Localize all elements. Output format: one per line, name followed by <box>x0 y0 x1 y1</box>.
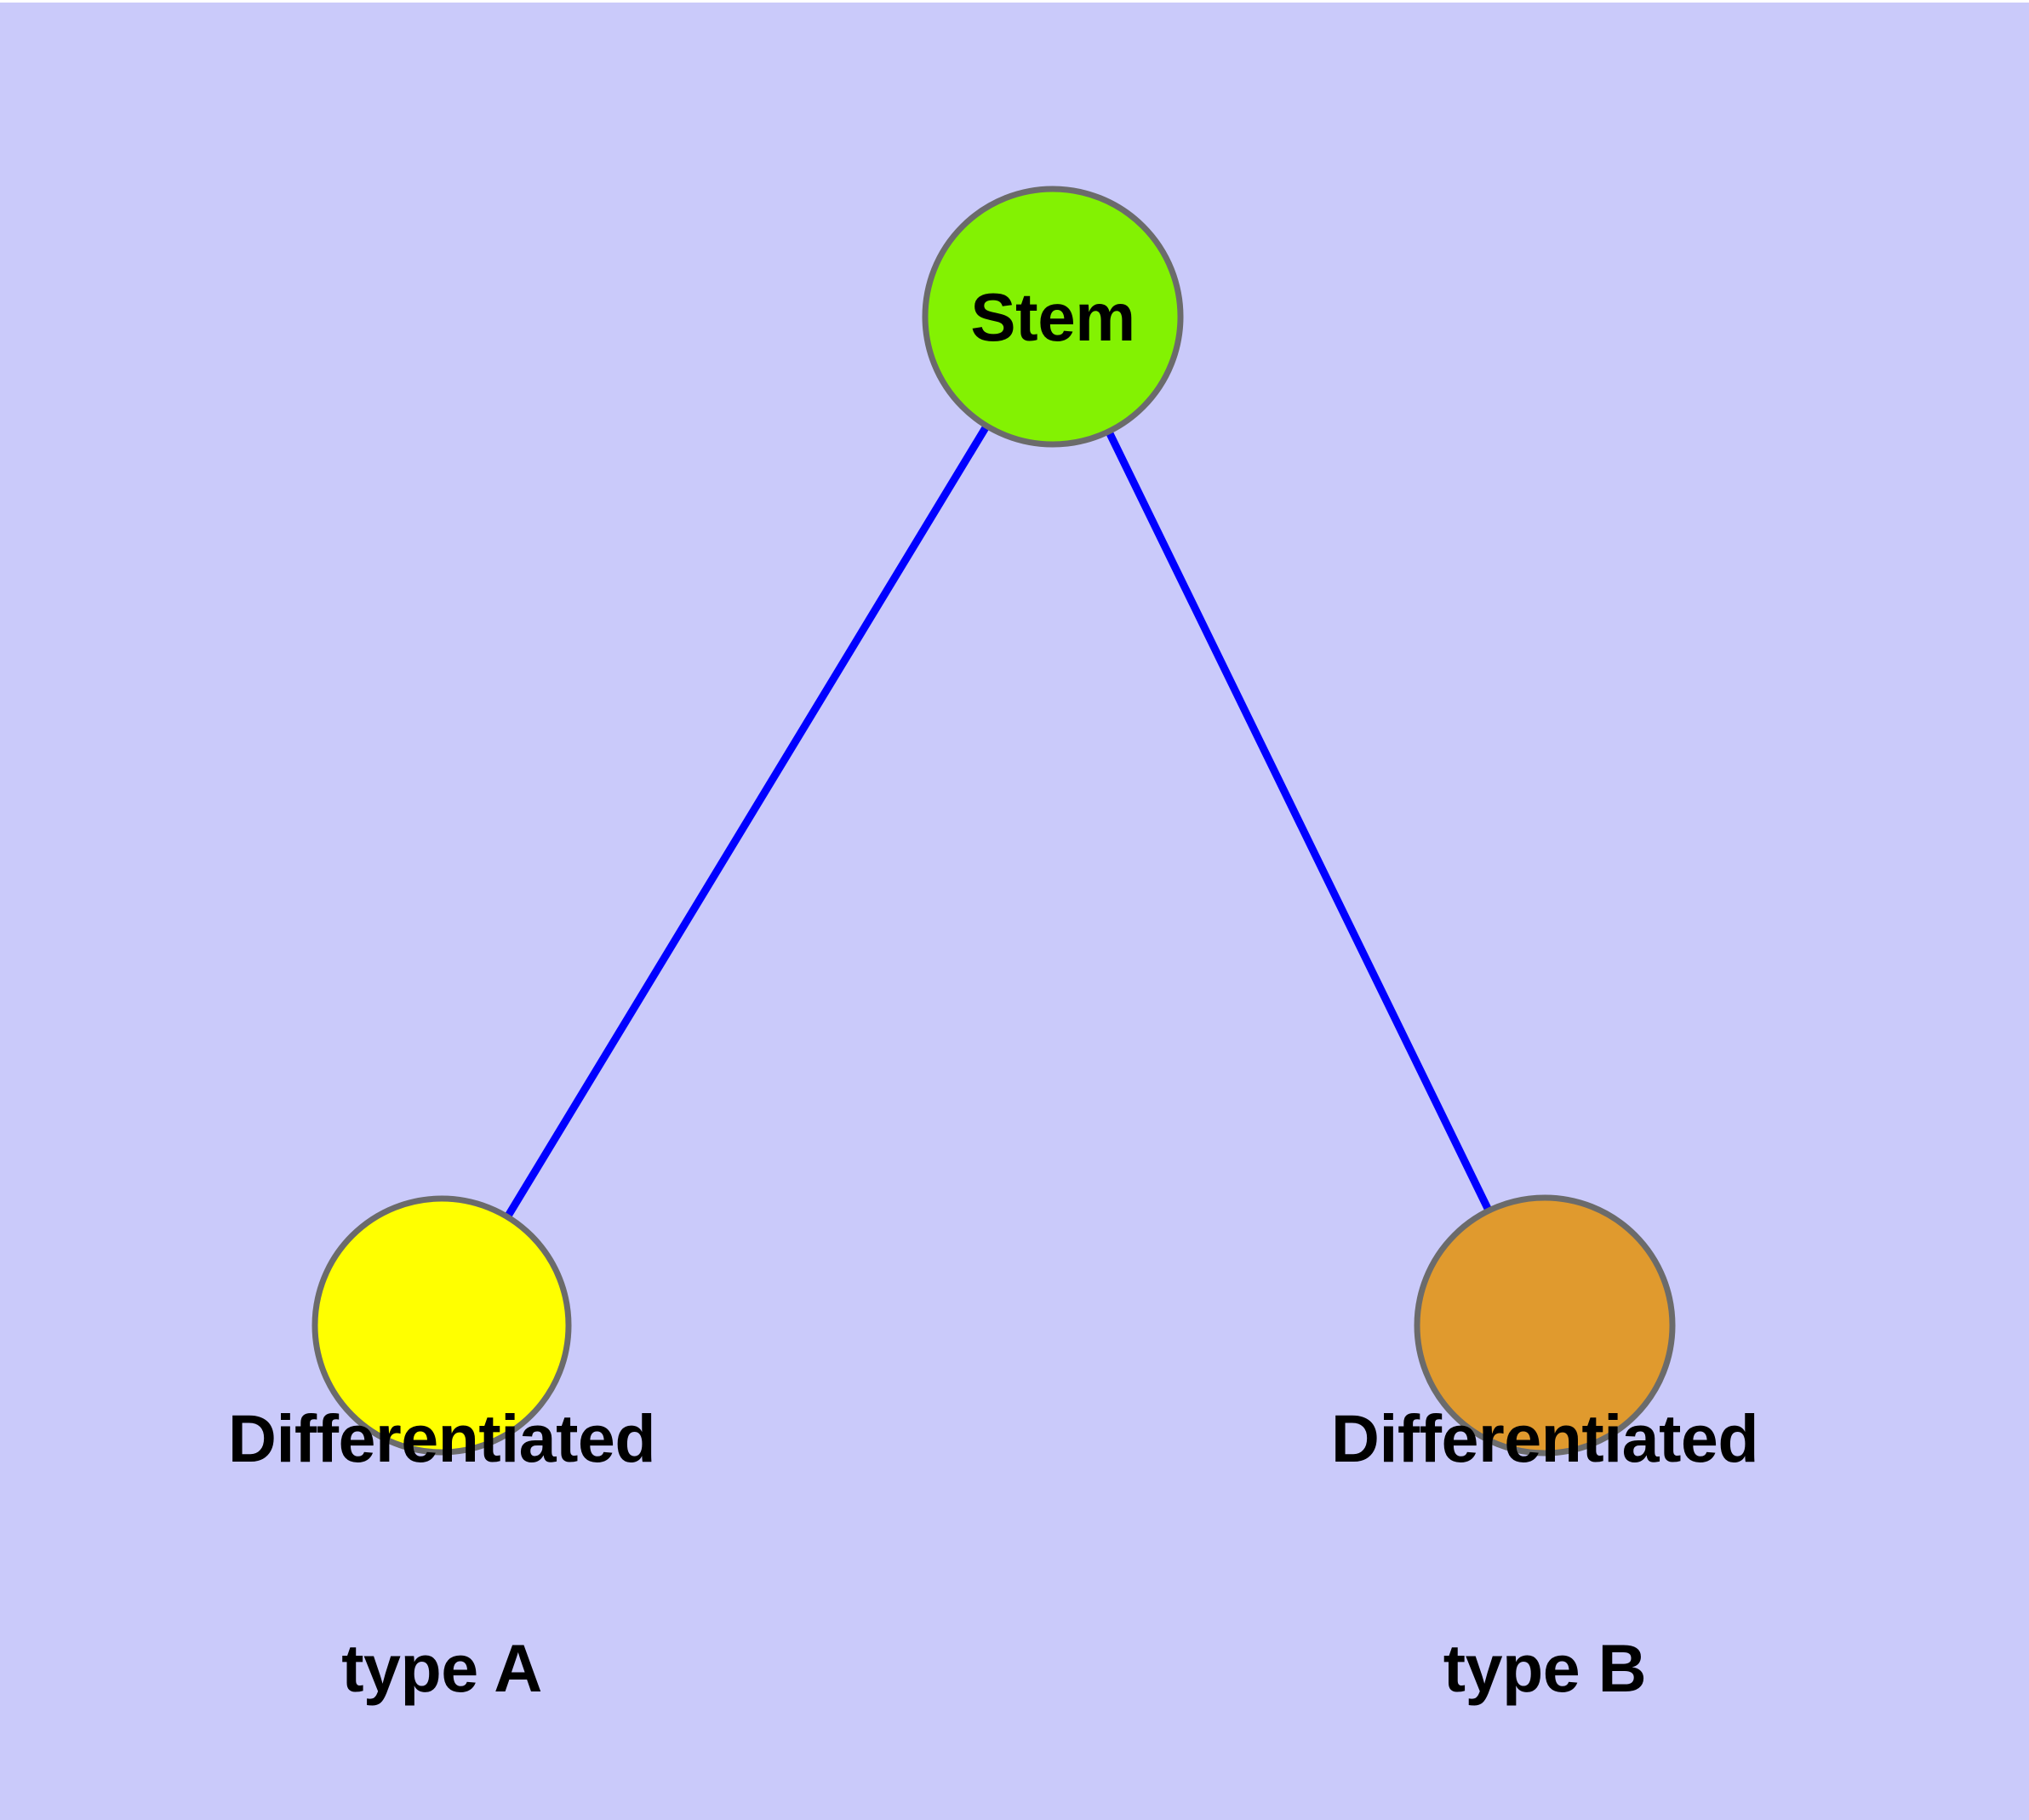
node-differentiated-type-a-circle[interactable] <box>311 1195 572 1456</box>
node-differentiated-type-b-circle[interactable] <box>1414 1194 1676 1457</box>
edge-stem-to-type-a[interactable] <box>500 418 994 1225</box>
edge-layer <box>500 418 1495 1225</box>
edge-stem-to-type-b[interactable] <box>1102 423 1495 1219</box>
node-stem-circle[interactable] <box>922 186 1184 448</box>
node-layer <box>311 186 1676 1457</box>
